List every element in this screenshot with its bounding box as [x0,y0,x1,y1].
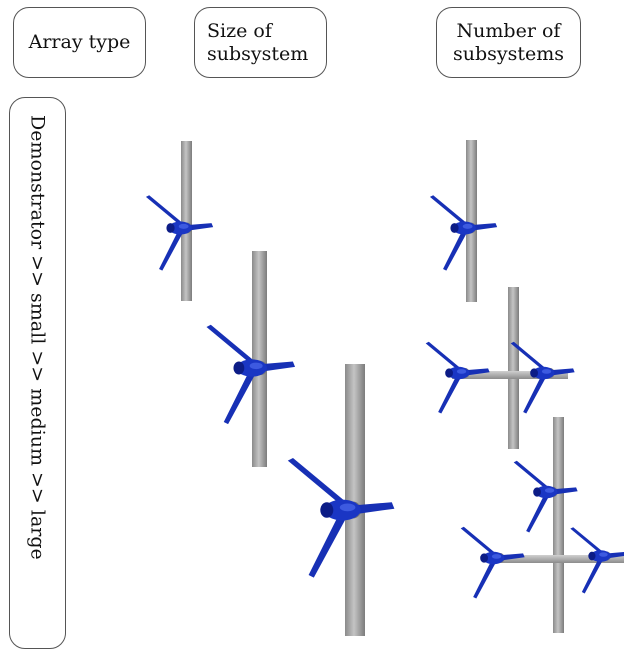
number-of-subsystems-label: Number of subsystems [452,19,565,65]
size-of-subsystem-header: Size of subsystem [194,7,327,78]
tidal-turbine-icon [205,324,296,425]
array-type-label: Array type [28,31,131,53]
triple-turbine-system [460,417,624,633]
size-of-subsystem-label: Size of subsystem [207,19,309,65]
crossbar-icon [488,555,624,563]
array-type-row-label-box: Demonstrator >> small >> medium >> large [9,97,66,649]
array-type-header: Array type [13,7,146,78]
tidal-turbine-icon [513,460,579,533]
tidal-turbine-icon [429,194,498,272]
dual-turbine-system [425,287,576,449]
large-turbine-tower [287,364,396,636]
medium-turbine-tower [205,251,296,467]
tidal-turbine-icon [145,194,214,272]
number-of-subsystems-header: Number of subsystems [436,7,581,78]
array-type-row-label: Demonstrator >> small >> medium >> large [26,115,49,560]
tidal-turbine-icon [287,457,396,579]
small-turbine-tower [145,141,214,301]
single-turbine-system [429,140,498,302]
crossbar-icon [452,371,568,379]
